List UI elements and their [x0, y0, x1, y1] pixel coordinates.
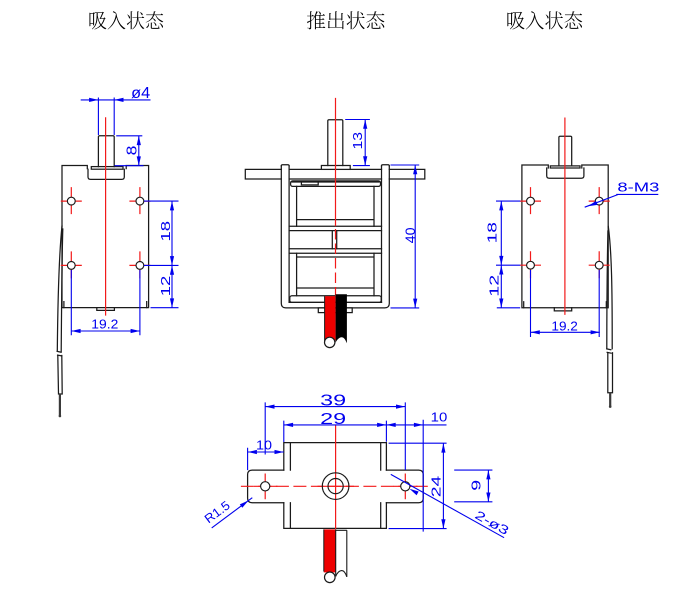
svg-text:8-M3: 8-M3: [617, 180, 659, 194]
svg-text:12: 12: [158, 276, 173, 297]
svg-text:39: 39: [320, 392, 346, 409]
svg-text:9: 9: [470, 480, 484, 491]
svg-text:19.2: 19.2: [91, 318, 118, 332]
svg-text:24: 24: [429, 476, 444, 498]
svg-text:29: 29: [320, 411, 346, 428]
svg-text:18: 18: [484, 222, 499, 243]
svg-text:12: 12: [486, 275, 501, 297]
svg-text:13: 13: [350, 132, 365, 150]
svg-text:10: 10: [431, 411, 448, 425]
svg-text:19.2: 19.2: [551, 320, 578, 334]
svg-text:ø4: ø4: [131, 85, 150, 102]
svg-text:18: 18: [158, 221, 173, 242]
svg-text:10: 10: [256, 439, 272, 453]
svg-text:40: 40: [403, 227, 418, 243]
svg-text:8: 8: [125, 146, 141, 156]
